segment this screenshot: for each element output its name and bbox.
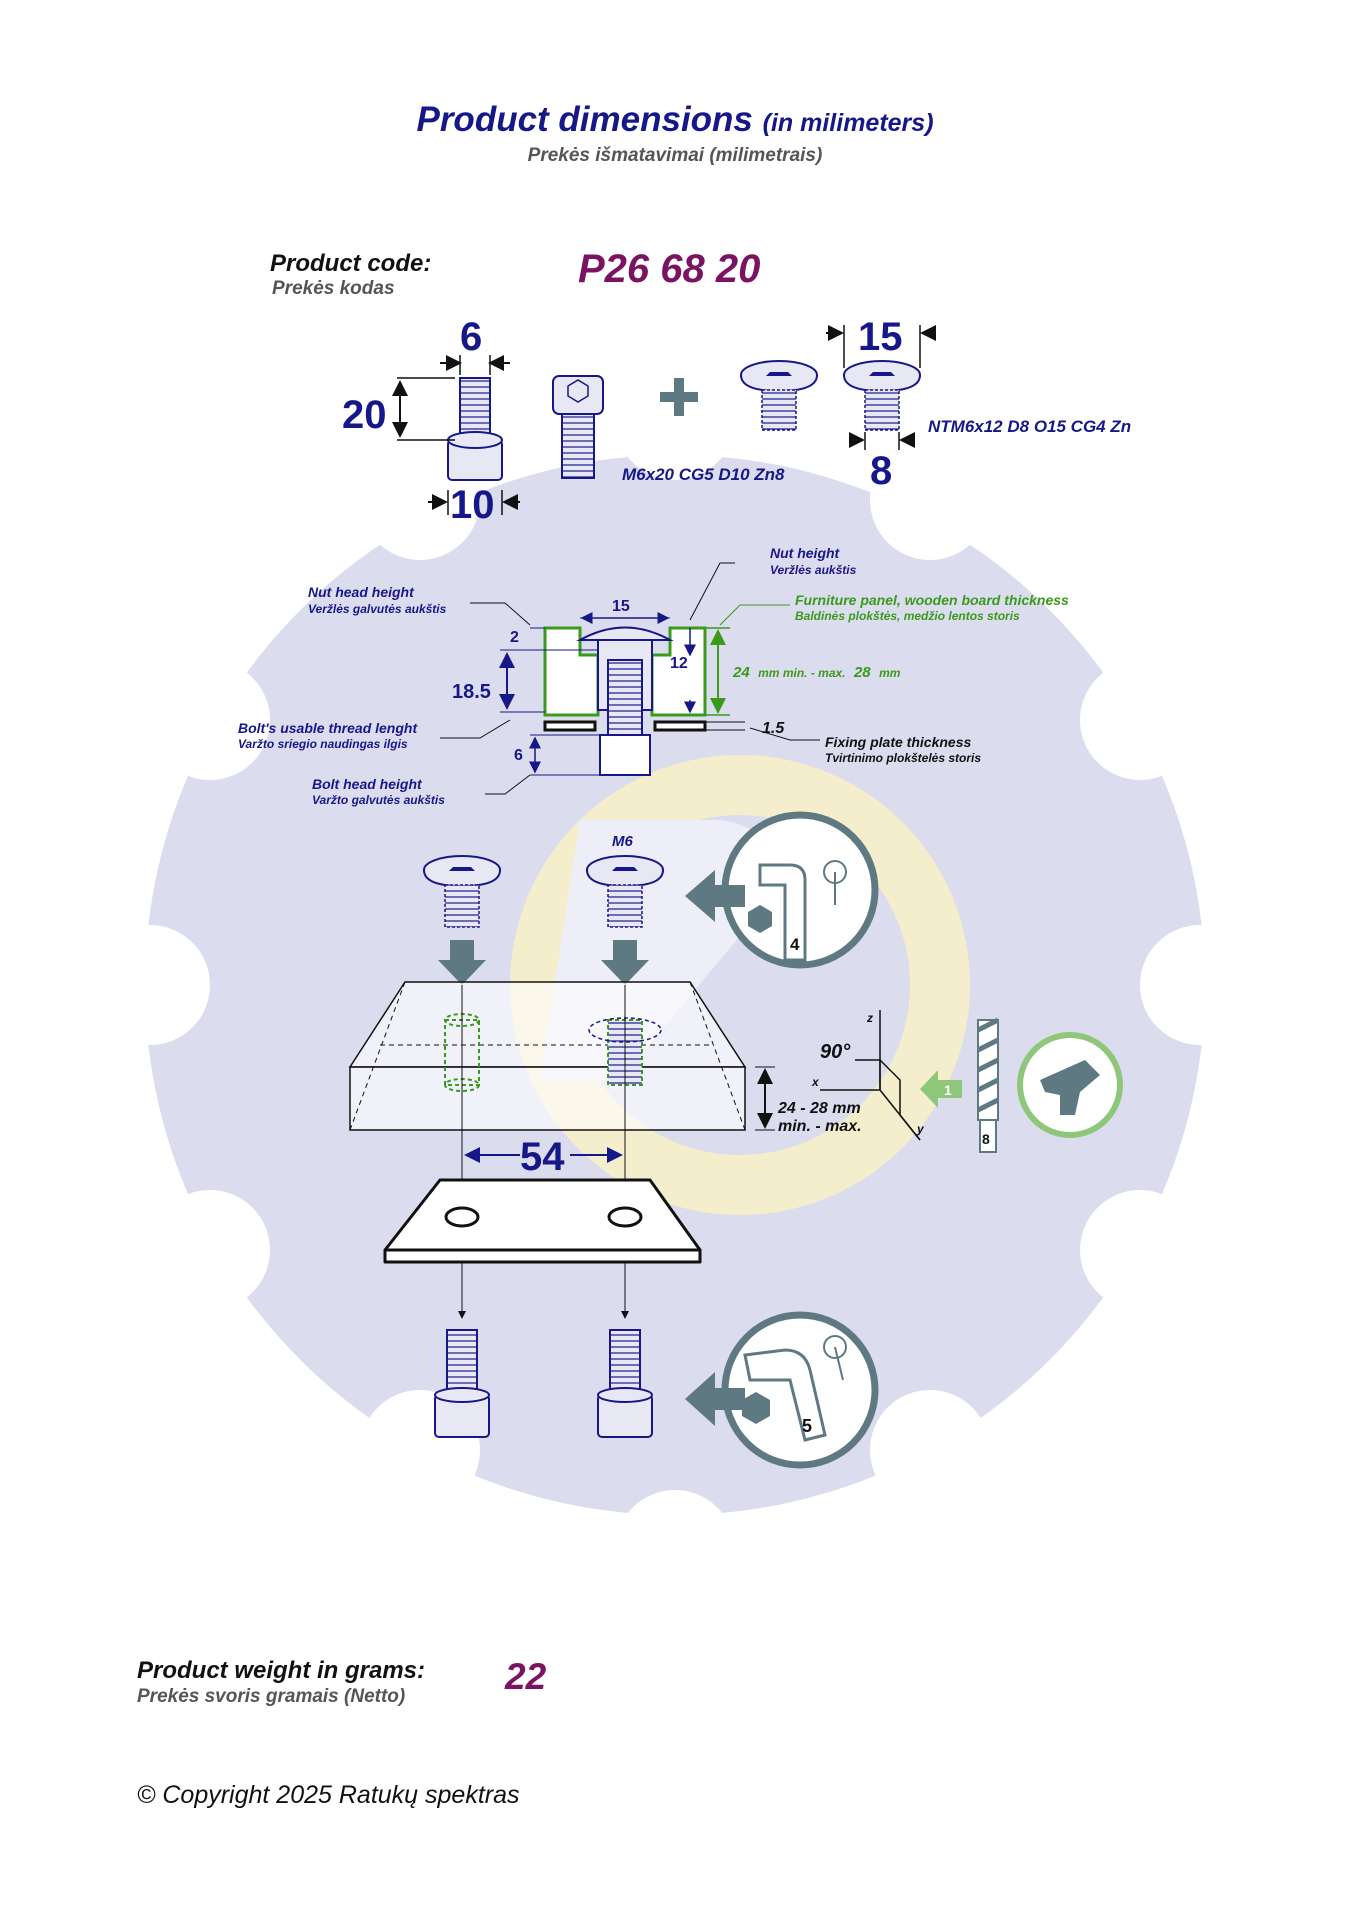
thickness-note: min. - max. (778, 1118, 862, 1135)
title-main: Product dimensions (416, 100, 753, 139)
hex-key-circle-bottom: 5 (721, 1311, 879, 1469)
nut-head-dim: 15 (858, 315, 903, 359)
axis-z-label: z (866, 1011, 873, 1025)
thread-length-label: Bolt's usable thread lenght (238, 720, 418, 736)
cross-section: 15 2 12 18.5 6 1.5 (452, 598, 785, 776)
left-arrow-bottom (685, 1372, 745, 1426)
angle-indicator: 90° x y z (811, 1010, 925, 1141)
hex-key-size-bottom: 5 (802, 1416, 812, 1436)
section-dim-18-5: 18.5 (452, 681, 491, 703)
panel-thickness-label-lt: Baldinės plokštės, medžio lentos storis (795, 609, 1020, 623)
copyright: © Copyright 2025 Ratukų spektras (137, 1781, 520, 1809)
nut-body-dim: 8 (870, 449, 892, 493)
bolt-length-dim: 20 (342, 393, 387, 437)
weight-label-lt: Prekės svoris gramais (Netto) (137, 1686, 406, 1707)
nut-dimension-view: 15 8 (826, 315, 936, 493)
page-title: Product dimensions (in milimeters) (0, 100, 1350, 140)
hex-key-size-top: 4 (790, 935, 800, 954)
bolt-head-dim: 10 (450, 483, 495, 527)
product-code-label: Product code: (270, 250, 432, 277)
bolt-dimension-figure: 6 20 10 (342, 315, 520, 527)
left-arrow-top (685, 870, 745, 922)
panel-thickness-label: Furniture panel, wooden board thickness (795, 592, 1069, 608)
thread-length-label-lt: Varžto sriegio naudingas ilgis (238, 737, 408, 751)
plate-thickness-label: Fixing plate thickness (825, 734, 971, 750)
down-arrow-left (438, 940, 486, 985)
bolt-head-height-label-lt: Varžto galvutės aukštis (312, 793, 445, 807)
weight-label: Product weight in grams: (137, 1657, 426, 1684)
bolt-diameter-dim: 6 (460, 315, 482, 359)
nut-spec: NTM6x12 D8 O15 CG4 Zn (928, 417, 1131, 436)
spacing-value: 54 (520, 1135, 565, 1179)
step-number: 1 (944, 1082, 952, 1098)
bolt-head-height-label: Bolt head height (312, 776, 423, 792)
product-code-label-lt: Prekės kodas (272, 278, 395, 299)
assembly-bolt-left (434, 1329, 490, 1438)
section-dim-6: 6 (514, 747, 523, 764)
nut-height-label: Nut height (770, 545, 841, 561)
weight-value: 22 (505, 1656, 547, 1697)
axis-y-label: y (916, 1122, 925, 1136)
nut-height-label-lt: Veržlės aukštis (770, 563, 857, 577)
thread-size-label: M6 (612, 833, 633, 850)
plus-icon (660, 378, 698, 416)
hex-key-circle-top: 4 (721, 811, 879, 969)
section-dim-15: 15 (612, 598, 630, 615)
section-dim-2: 2 (510, 629, 519, 646)
fixing-plate (383, 1178, 702, 1319)
assembly-bolt-right (597, 1329, 653, 1438)
panel-box (348, 981, 775, 1180)
axis-x-label: x (811, 1075, 820, 1089)
drill-size: 8 (982, 1131, 990, 1147)
down-arrow-right (601, 940, 649, 985)
panel-thickness-range: 24 mm min. - max. 28 mm (732, 664, 901, 681)
nut-head-height-label-lt: Veržlės galvutės aukštis (308, 602, 447, 616)
thickness-range: 24 - 28 mm (777, 1100, 861, 1117)
title-suffix: (in milimeters) (762, 109, 934, 137)
assembly-nut-left (423, 855, 501, 928)
section-dim-12: 12 (670, 655, 688, 672)
section-dim-1-5: 1.5 (762, 720, 785, 737)
page-subtitle: Prekės išmatavimai (milimetrais) (527, 145, 823, 166)
bolt-spec: M6x20 CG5 D10 Zn8 (622, 465, 785, 484)
nut-top-view (740, 360, 818, 431)
bolt-side-view (552, 375, 604, 479)
nut-head-height-label: Nut head height (308, 584, 415, 600)
plate-thickness-label-lt: Tvirtinimo plokštelės storis (825, 751, 981, 765)
spacing-dimension: 54 (464, 1135, 623, 1179)
angle-label: 90° (820, 1041, 851, 1063)
assembly-nut-right (586, 855, 664, 928)
drill-step: 1 8 (920, 1017, 1123, 1153)
product-code-value: P26 68 20 (578, 247, 761, 291)
